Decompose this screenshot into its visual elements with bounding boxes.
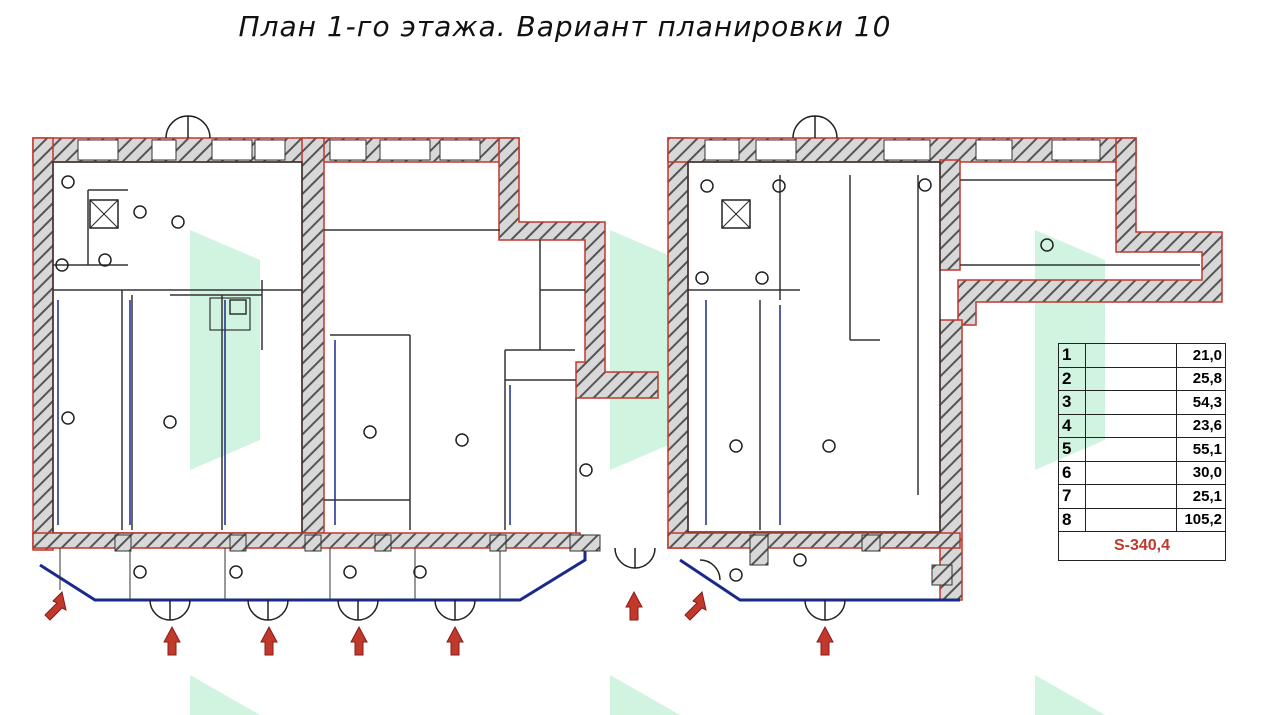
room-number: 2 bbox=[1058, 366, 1086, 391]
plan-title: План 1-го этажа. Вариант планировки 10 bbox=[238, 10, 892, 43]
left-building bbox=[32, 115, 659, 621]
room-area: 54,3 bbox=[1176, 390, 1226, 415]
wall bbox=[957, 137, 1223, 326]
entrance-arrows bbox=[44, 590, 834, 656]
room-area: 105,2 bbox=[1176, 507, 1226, 532]
wall bbox=[939, 319, 963, 601]
wall bbox=[667, 532, 961, 549]
wall bbox=[667, 137, 689, 549]
wall bbox=[301, 137, 325, 534]
room-number: 6 bbox=[1058, 460, 1086, 485]
room-area: 30,0 bbox=[1176, 460, 1226, 485]
room-number: 1 bbox=[1058, 343, 1086, 368]
room-area: 55,1 bbox=[1176, 437, 1226, 462]
room-number: 5 bbox=[1058, 437, 1086, 462]
room-area: 25,8 bbox=[1176, 366, 1226, 391]
table-row: S-340,4 bbox=[1058, 531, 1226, 561]
room-area: 21,0 bbox=[1176, 343, 1226, 368]
room-number: 3 bbox=[1058, 390, 1086, 415]
room-number: 7 bbox=[1058, 484, 1086, 509]
wall bbox=[939, 159, 961, 271]
room-number: 4 bbox=[1058, 413, 1086, 438]
room-number: 8 bbox=[1058, 507, 1086, 532]
room-area: 23,6 bbox=[1176, 413, 1226, 438]
room-area: 25,1 bbox=[1176, 484, 1226, 509]
total-area: S-340,4 bbox=[1058, 531, 1226, 561]
wall bbox=[498, 137, 659, 399]
wall bbox=[32, 137, 54, 551]
right-building bbox=[667, 115, 1223, 621]
table-row: 8 105,2 bbox=[1058, 507, 1226, 532]
